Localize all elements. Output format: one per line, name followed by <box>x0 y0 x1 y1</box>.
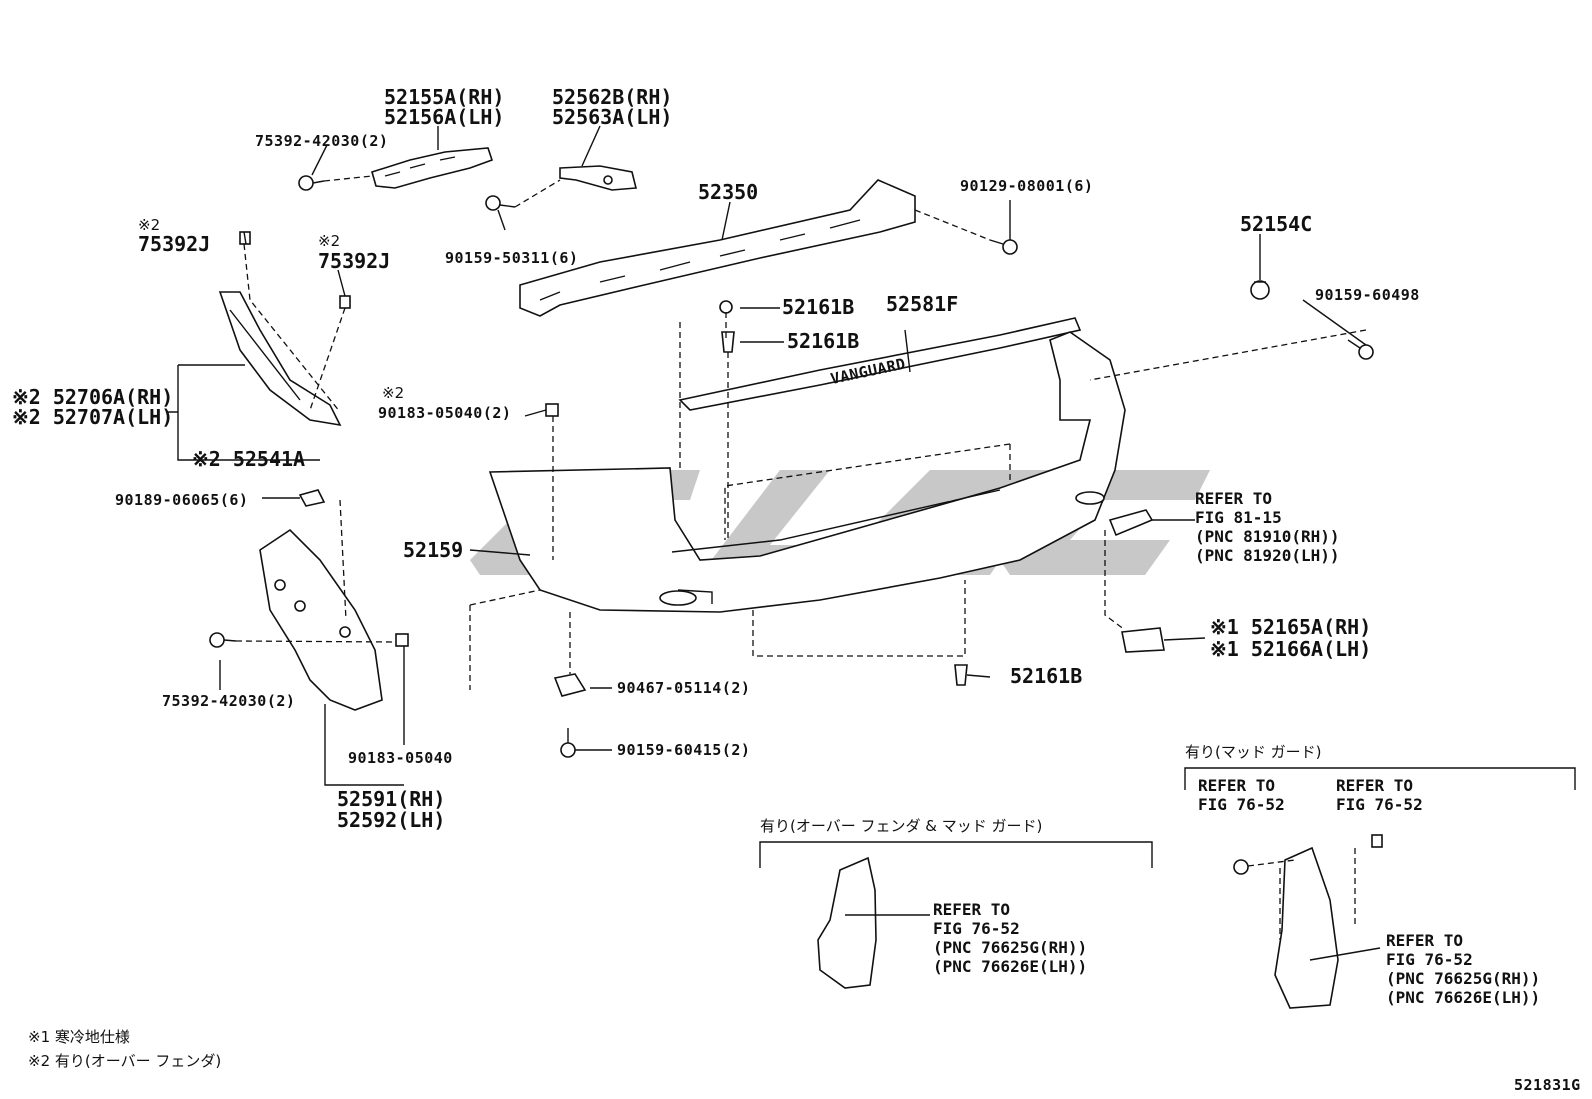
label-refer-a-2: FIG 81-15 <box>1195 508 1282 527</box>
label-52156a: 52156A(LH) <box>384 105 504 129</box>
label-90129: 90129-08001(6) <box>960 177 1093 195</box>
bolt-bottom-part <box>209 632 237 648</box>
label-refer-d-4: (PNC 76626E(LH)) <box>933 957 1087 976</box>
mudguard-fender-part <box>817 856 877 989</box>
label-refer-a-4: (PNC 81920(LH)) <box>1195 546 1340 565</box>
label-mark2-c: ※2 <box>382 384 404 402</box>
bracket-upper-part <box>371 147 494 189</box>
screw-60415-part <box>560 728 576 758</box>
label-52159: 52159 <box>403 538 463 562</box>
label-90159-50311: 90159-50311(6) <box>445 249 578 267</box>
label-75392-bottom: 75392-42030(2) <box>162 692 295 710</box>
label-52581f: 52581F <box>886 292 958 316</box>
emblem-text: VANGUARD <box>829 355 907 388</box>
extension-part <box>218 291 342 427</box>
label-52706a: ※2 52706A(RH) <box>12 385 173 409</box>
label-75392-top: 75392-42030(2) <box>255 132 388 150</box>
reflector-part <box>1108 509 1154 537</box>
leader-lines <box>168 125 1381 961</box>
label-mark2-a: ※2 <box>138 216 160 234</box>
label-90159-60498: 90159-60498 <box>1315 286 1420 304</box>
label-52161b-c: 52161B <box>1010 664 1082 688</box>
label-52563a: 52563A(LH) <box>552 105 672 129</box>
reinforcement-part <box>519 179 916 317</box>
label-52562b: 52562B(RH) <box>552 85 672 109</box>
label-52350: 52350 <box>698 180 758 204</box>
label-refer-c-2: FIG 76-52 <box>1336 795 1423 814</box>
fastener-52154c-part <box>1250 280 1270 300</box>
part-labels: 52155A(RH) 52156A(LH) 75392-42030(2) 525… <box>12 85 1581 1094</box>
screw-60498-part <box>1347 339 1374 360</box>
label-52165a: ※1 52165A(RH) <box>1210 615 1371 639</box>
label-90159-60415: 90159-60415(2) <box>617 741 750 759</box>
guard-52591-part <box>259 528 383 711</box>
dashed-lines <box>235 175 1367 940</box>
label-52161b-b: 52161B <box>787 329 859 353</box>
label-75392j-b: 75392J <box>318 249 390 273</box>
label-note-1: ※1 寒冷地仕様 <box>28 1028 130 1046</box>
label-refer-a-3: (PNC 81910(RH)) <box>1195 527 1340 546</box>
label-refer-d-3: (PNC 76625G(RH)) <box>933 938 1087 957</box>
label-52592: 52592(LH) <box>337 808 445 832</box>
label-refer-a-1: REFER TO <box>1195 489 1272 508</box>
screw-50311-part <box>485 195 516 211</box>
label-75392j-a: 75392J <box>138 232 210 256</box>
protector-part: VANGUARD <box>678 317 1082 411</box>
nut-top-part <box>545 403 559 417</box>
label-refer-e-3: (PNC 76625G(RH)) <box>1386 969 1540 988</box>
label-refer-d-1: REFER TO <box>933 900 1010 919</box>
label-52707a: ※2 52707A(LH) <box>12 405 173 429</box>
clip-90189-part <box>298 489 326 507</box>
cover-52165a-part <box>1121 627 1165 653</box>
label-group-fender-mud: 有り(オーバー フェンダ & マッド ガード) <box>760 817 1042 835</box>
label-refer-e-4: (PNC 76626E(LH)) <box>1386 988 1540 1007</box>
label-refer-e-1: REFER TO <box>1386 931 1463 950</box>
label-52541a: ※2 52541A <box>192 447 305 471</box>
label-90183-top: 90183-05040(2) <box>378 404 511 422</box>
retainer-part <box>559 165 638 191</box>
label-90183-bottom: 90183-05040 <box>348 749 453 767</box>
label-refer-c-1: REFER TO <box>1336 776 1413 795</box>
label-90189: 90189-06065(6) <box>115 491 248 509</box>
label-refer-d-2: FIG 76-52 <box>933 919 1020 938</box>
nut-bottom-part <box>395 633 409 647</box>
nut-90467-part <box>553 673 587 697</box>
bumper-cover-part <box>488 331 1126 613</box>
label-refer-e-2: FIG 76-52 <box>1386 950 1473 969</box>
label-52161b-a: 52161B <box>782 295 854 319</box>
bolt-top-part <box>298 175 325 191</box>
label-52591: 52591(RH) <box>337 787 445 811</box>
label-refer-b-1: REFER TO <box>1198 776 1275 795</box>
group-bracket-mud <box>1184 767 1576 790</box>
label-group-mud: 有り(マッド ガード) <box>1185 743 1321 761</box>
group-bracket-fender-mud <box>759 841 1153 868</box>
label-note-2: ※2 有り(オーバー フェンダ) <box>28 1052 221 1070</box>
label-52155a: 52155A(RH) <box>384 85 504 109</box>
label-52166a: ※1 52166A(LH) <box>1210 637 1371 661</box>
figure-code: 521831G <box>1514 1076 1581 1094</box>
bolt-90129-part <box>989 239 1018 255</box>
label-52154c: 52154C <box>1240 212 1312 236</box>
mudguard-part <box>1233 834 1383 1009</box>
label-refer-b-2: FIG 76-52 <box>1198 795 1285 814</box>
label-90467: 90467-05114(2) <box>617 679 750 697</box>
label-mark2-b: ※2 <box>318 232 340 250</box>
